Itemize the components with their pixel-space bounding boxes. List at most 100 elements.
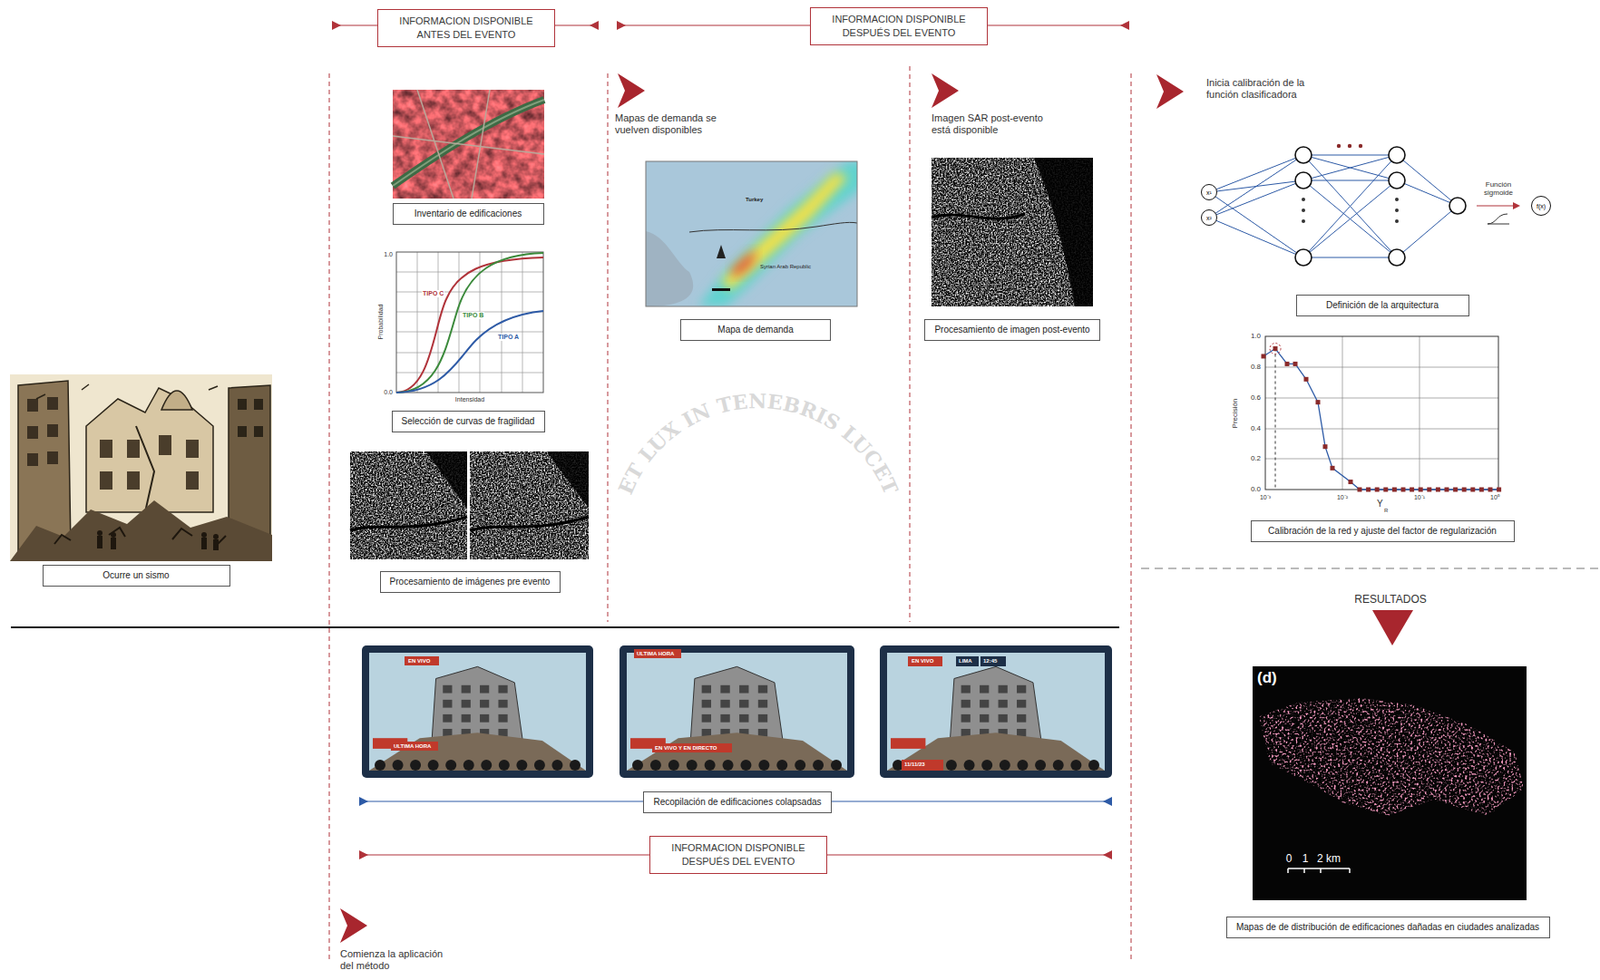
drawing-part [463,760,475,771]
label-text: (d) [1257,669,1278,688]
drawing-part [739,714,749,723]
drawing-part [1316,400,1321,405]
node-text: Recopilación de edificaciones colapsadas [652,797,823,809]
drawing-part [1418,487,1424,493]
drawing-part [1409,487,1415,493]
label-text: 0.8 [1250,362,1261,371]
drawing-part [1303,155,1397,258]
label-text: EN VIVO Y EN DIRECTO [654,745,717,752]
caption-box: Calibración de la red y ajuste del facto… [1250,520,1515,543]
drawing-part [758,685,768,694]
label-text: Turkey [745,196,763,204]
drawing-part [392,760,404,771]
results-map [1252,666,1527,901]
node-text: INFORMACION DISPONIBLE DESPUÉS DEL EVENT… [657,841,820,869]
drawing-part [551,760,563,771]
drawing-part [369,732,586,771]
label-text: 1.0 [1250,331,1261,341]
drawing-part [534,760,546,771]
drawing-part [1388,172,1405,189]
drawing-part [981,760,993,771]
drawing-part [497,700,508,709]
drawing-part [1479,487,1484,493]
watermark-text: ET LUX IN TENEBRIS LUCET [613,389,904,498]
drawing-part [739,700,749,709]
drawing-part [1395,208,1399,213]
drawing-part [720,685,730,694]
drawing-part [1304,377,1309,382]
drawing-part [1295,249,1312,266]
news-frame [879,645,1113,779]
drawing-part [1383,487,1388,493]
drawing-part [720,700,730,709]
drawing-part [1209,192,1304,258]
drawing-part [979,714,989,723]
drawing-part [1301,197,1306,202]
drawing-part [720,714,730,723]
neural-network [1209,144,1521,266]
demand-map [645,161,871,307]
drawing-part [1303,180,1397,258]
label-text: RESULTADOS [1354,594,1427,607]
drawing-part [428,760,440,771]
drawing-part [998,700,1008,709]
drawing-part [1388,146,1405,164]
drawing-part [979,700,989,709]
drawing-part [758,714,768,723]
drawing-part [890,738,926,750]
drawing-part [632,760,644,771]
drawing-part [702,685,712,694]
node-text: f(x) [1536,203,1546,210]
label-text: R [1384,507,1388,515]
caption-box: Procesamiento de imágenes pre evento [380,571,561,594]
drawing-part [1285,361,1290,367]
drawing-part [758,700,768,709]
drawing-part [702,714,712,723]
drawing-part [1358,144,1363,148]
drawing-part [1209,217,1304,258]
drawing-part [1295,172,1312,189]
label-text: 1.0 [383,251,393,259]
drawing-part [361,645,594,779]
label-text: Mapas de demanda se vuelven disponibles [614,112,733,136]
drawing-part [1435,487,1441,493]
drawing-part [1496,487,1502,493]
label-text: Intensidad [455,396,485,404]
label-text: TIPO B [461,312,485,320]
heading-box: INFORMACION DISPONIBLE ANTES DEL EVENTO [377,9,556,48]
label-text: 0.0 [1250,485,1261,494]
drawing-part [812,760,824,771]
drawing-part [497,714,508,723]
drawing-part [369,653,586,771]
label-text: Probabilidad [377,304,385,341]
node-text: x¹ [1206,189,1212,196]
section-divider [10,626,1120,629]
label-text: LIMA [958,658,973,665]
node-text: Inventario de edificaciones [401,208,536,220]
drawing-part [442,714,452,723]
node-text: Mapas de de distribución de edificacione… [1235,922,1542,934]
caption-box: Definición de la arquitectura [1296,294,1470,317]
drawing-part [740,760,752,771]
drawing-part [1265,336,1499,490]
fragility-chart [396,252,544,393]
drawing-part [1209,155,1304,218]
drawing-part [999,760,1011,771]
heading-box: INFORMACION DISPONIBLE DESPUÉS DEL EVENT… [809,7,988,46]
news-frame [361,645,594,779]
drawing-part [1336,144,1341,148]
drawing-part [626,653,848,771]
drawing-part [794,760,806,771]
drawing-part [702,700,712,709]
node-text: Selección de curvas de fragilidad [400,416,537,428]
brackets [331,20,1130,860]
drawing-part [1401,487,1406,493]
drawing-part [409,760,421,771]
drawing-part [1034,760,1046,771]
drawing-part [1070,760,1082,771]
node-text: Definición de la arquitectura [1305,300,1461,312]
drawing-part [1449,197,1466,215]
drawing-part [776,760,788,771]
label-text: ULTIMA HORA [393,743,431,751]
label-text: 0.0 [383,389,393,397]
